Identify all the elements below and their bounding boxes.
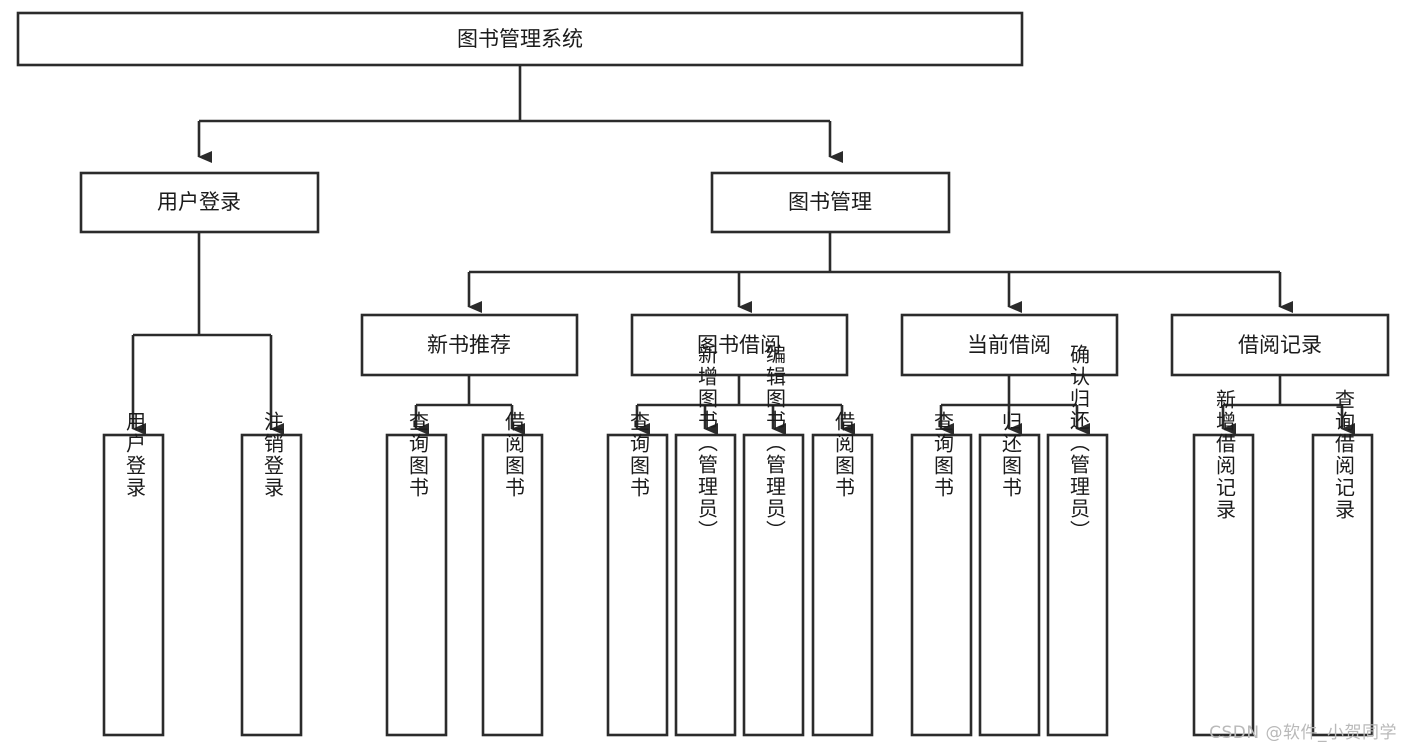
leaf-confirm-return-admin-box[interactable]	[1046, 433, 1109, 737]
leaf-borrow-book[interactable]: 借阅图书	[811, 411, 874, 737]
node-new-book-recommend-box[interactable]	[360, 313, 579, 377]
node-root[interactable]: 图书管理系统	[16, 11, 1024, 67]
leaf-logout-box[interactable]	[240, 433, 303, 737]
leaf-edit-book-admin-label: 编辑图书（管理员）	[763, 344, 787, 542]
leaf-confirm-return-admin[interactable]: 确认归还（管理员）	[1046, 344, 1109, 737]
leaf-query-book-recommend-label: 查询图书	[406, 411, 430, 499]
node-book-management-box[interactable]	[710, 171, 951, 234]
leaf-query-book-recommend-box[interactable]	[385, 433, 448, 737]
leaf-add-borrow-record-label: 新增借阅记录	[1213, 389, 1237, 521]
node-root-label: 图书管理系统	[457, 27, 583, 51]
leaf-logout-label: 注销登录	[261, 411, 285, 499]
node-book-borrow[interactable]: 图书借阅	[630, 313, 849, 377]
node-borrow-record-box[interactable]	[1170, 313, 1390, 377]
leaf-return-book-label: 归还图书	[999, 411, 1023, 499]
leaf-query-book-current-label: 查询图书	[931, 411, 955, 499]
leaf-query-book-borrow[interactable]: 查询图书	[606, 411, 669, 737]
node-book-borrow-box[interactable]	[630, 313, 849, 377]
leaf-query-book-borrow-label: 查询图书	[627, 411, 651, 499]
node-user-login-label: 用户登录	[157, 190, 241, 214]
leaf-query-borrow-record-box[interactable]	[1311, 433, 1374, 737]
node-new-book-recommend[interactable]: 新书推荐	[360, 313, 579, 377]
leaf-query-book-borrow-box[interactable]	[606, 433, 669, 737]
leaf-add-borrow-record-box[interactable]	[1192, 433, 1255, 737]
leaf-borrow-book-recommend[interactable]: 借阅图书	[481, 411, 544, 737]
leaf-query-borrow-record[interactable]: 查询借阅记录	[1311, 389, 1374, 737]
leaf-edit-book-admin[interactable]: 编辑图书（管理员）	[742, 344, 805, 737]
leaf-add-book-admin-box[interactable]	[674, 433, 737, 737]
node-root-box[interactable]	[16, 11, 1024, 67]
leaf-user-login-label: 用户登录	[123, 411, 147, 499]
leaf-confirm-return-admin-label: 确认归还（管理员）	[1067, 344, 1091, 542]
leaf-borrow-book-recommend-box[interactable]	[481, 433, 544, 737]
node-borrow-record-label: 借阅记录	[1238, 333, 1322, 357]
node-book-management[interactable]: 图书管理	[710, 171, 951, 234]
leaf-query-book-current[interactable]: 查询图书	[910, 411, 973, 737]
node-current-borrow-label: 当前借阅	[967, 333, 1051, 357]
leaf-borrow-book-recommend-label: 借阅图书	[502, 411, 526, 499]
leaf-edit-book-admin-box[interactable]	[742, 433, 805, 737]
leaf-add-borrow-record[interactable]: 新增借阅记录	[1192, 389, 1255, 737]
leaf-user-login-box[interactable]	[102, 433, 165, 737]
node-borrow-record[interactable]: 借阅记录	[1170, 313, 1390, 377]
leaf-logout[interactable]: 注销登录	[240, 411, 303, 737]
connector-layer	[131, 65, 1355, 435]
node-book-management-label: 图书管理	[788, 190, 872, 214]
leaf-borrow-book-box[interactable]	[811, 433, 874, 737]
leaf-query-borrow-record-label: 查询借阅记录	[1332, 389, 1356, 521]
node-current-borrow[interactable]: 当前借阅	[900, 313, 1119, 377]
node-new-book-recommend-label: 新书推荐	[427, 333, 511, 357]
leaf-return-book[interactable]: 归还图书	[978, 411, 1041, 737]
leaf-user-login[interactable]: 用户登录	[102, 411, 165, 737]
leaf-borrow-book-label: 借阅图书	[832, 411, 856, 499]
leaf-add-book-admin-label: 新增图书（管理员）	[695, 344, 719, 542]
leaf-query-book-recommend[interactable]: 查询图书	[385, 411, 448, 737]
node-user-login-box[interactable]	[79, 171, 320, 234]
leaf-add-book-admin[interactable]: 新增图书（管理员）	[674, 344, 737, 737]
node-current-borrow-box[interactable]	[900, 313, 1119, 377]
node-user-login[interactable]: 用户登录	[79, 171, 320, 234]
leaf-return-book-box[interactable]	[978, 433, 1041, 737]
leaf-query-book-current-box[interactable]	[910, 433, 973, 737]
node-book-borrow-label: 图书借阅	[697, 333, 781, 357]
